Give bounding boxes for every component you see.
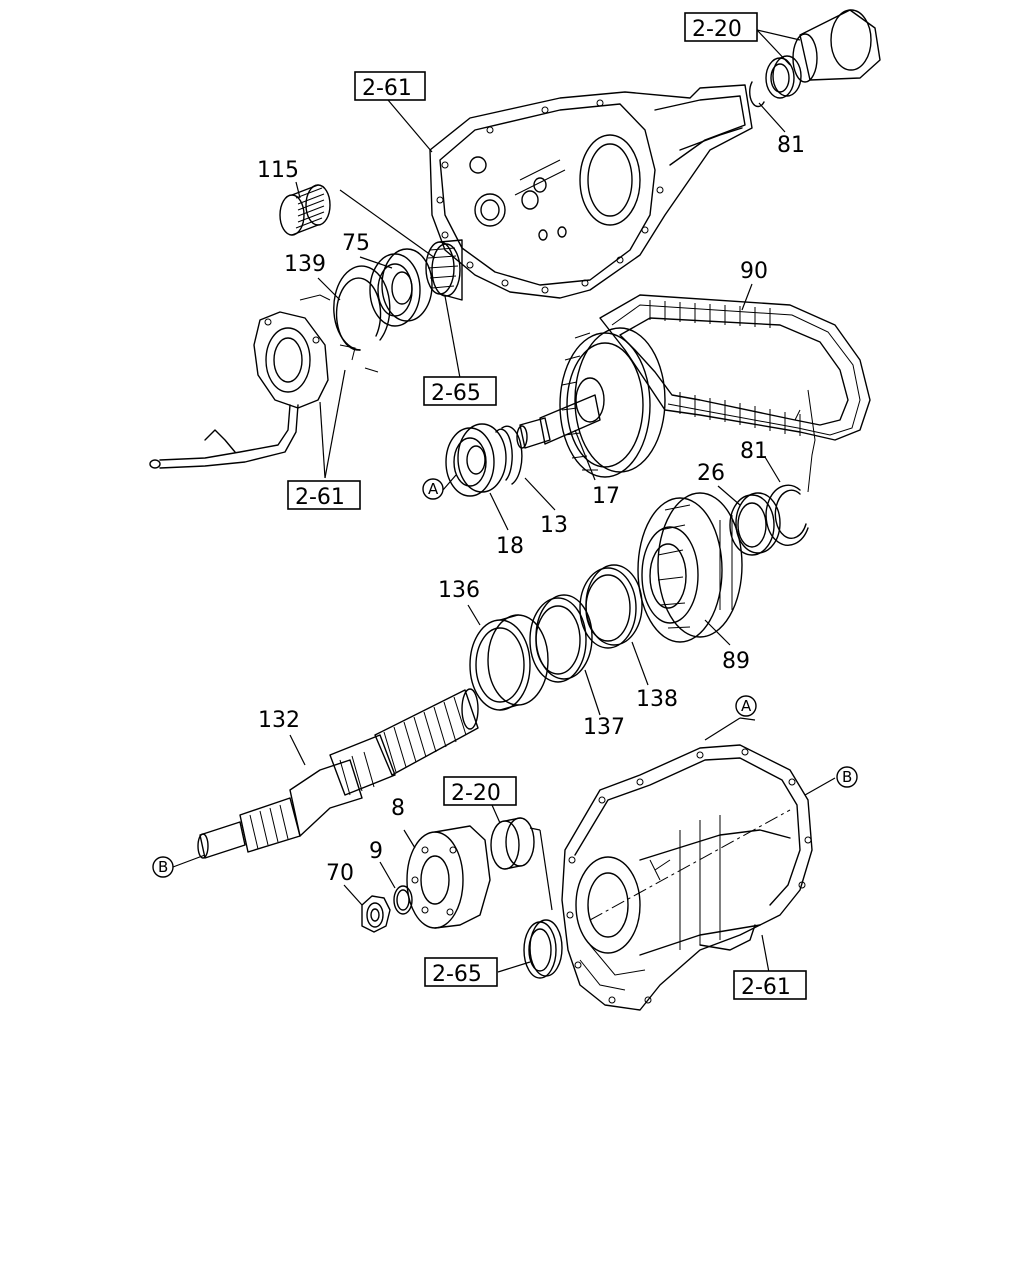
companion-flange-8 — [406, 825, 491, 929]
snap-ring-81-top — [749, 81, 765, 108]
front-case-housing — [561, 744, 813, 1011]
callout-136: 136 — [438, 578, 480, 603]
oil-seal-lower — [490, 817, 535, 870]
spacer-ring-137 — [529, 594, 593, 683]
rear-case-housing — [429, 84, 753, 299]
callout-17: 17 — [592, 484, 620, 509]
callout-89: 89 — [722, 649, 750, 674]
callout-70: 70 — [326, 861, 354, 886]
marker-b-left: B — [152, 856, 174, 878]
marker-a-left: A — [422, 478, 444, 500]
callout-137: 137 — [583, 715, 625, 740]
callout-9: 9 — [369, 839, 383, 864]
actuator-assembly — [149, 294, 379, 469]
ref-box-2-61-bottom: 2-61 — [733, 970, 807, 1000]
snap-ring-139 — [333, 265, 391, 351]
callout-13: 13 — [540, 513, 568, 538]
bushing-ring — [765, 55, 802, 99]
callout-81-right: 81 — [740, 439, 768, 464]
ref-box-2-65-bottom: 2-65 — [424, 957, 498, 987]
callout-139: 139 — [284, 252, 326, 277]
lock-nut-70 — [361, 895, 391, 933]
callout-132: 132 — [258, 708, 300, 733]
svg-text:2-61: 2-61 — [295, 485, 345, 510]
svg-text:2-20: 2-20 — [451, 781, 501, 806]
output-shaft-gear — [425, 239, 463, 301]
marker-a-right: A — [735, 695, 757, 717]
range-gear-89 — [637, 492, 743, 643]
callout-8: 8 — [391, 796, 405, 821]
ball-bearing-18 — [445, 423, 507, 497]
oil-seal-sleeve — [792, 9, 881, 83]
svg-text:A: A — [428, 480, 439, 498]
synchro-ring-138 — [579, 564, 643, 649]
callout-75: 75 — [342, 231, 370, 256]
callout-81-top: 81 — [777, 133, 805, 158]
ref-box-2-61-left: 2-61 — [287, 480, 361, 510]
callout-18: 18 — [496, 534, 524, 559]
needle-bearing-115 — [279, 184, 331, 236]
svg-text:2-20: 2-20 — [692, 17, 742, 42]
callout-90: 90 — [740, 259, 768, 284]
ref-box-2-20-bottom: 2-20 — [443, 776, 517, 806]
ref-box-2-20-top: 2-20 — [684, 12, 758, 42]
input-shaft-132 — [197, 688, 479, 859]
svg-text:2-61: 2-61 — [362, 76, 412, 101]
hub-sleeve-136 — [469, 614, 549, 711]
thrust-washer-26 — [729, 492, 781, 556]
o-ring-9 — [393, 885, 413, 915]
svg-text:A: A — [741, 697, 752, 715]
svg-text:B: B — [158, 858, 168, 876]
svg-text:2-61: 2-61 — [741, 975, 791, 1000]
callout-26: 26 — [697, 461, 725, 486]
snap-ring-13 — [495, 425, 523, 485]
ball-bearing-75 — [369, 248, 433, 327]
svg-text:2-65: 2-65 — [432, 962, 482, 987]
svg-text:B: B — [842, 768, 852, 786]
callout-115: 115 — [257, 158, 299, 183]
ref-box-2-65-mid: 2-65 — [423, 376, 497, 406]
drive-sprocket-17 — [516, 327, 666, 478]
snap-ring-81-right — [765, 484, 809, 546]
svg-text:2-65: 2-65 — [431, 381, 481, 406]
ref-box-2-61-top: 2-61 — [354, 71, 426, 101]
marker-b-right: B — [836, 766, 858, 788]
drive-chain-90 — [599, 294, 871, 493]
callout-138: 138 — [636, 687, 678, 712]
oil-seal-front — [523, 919, 563, 979]
